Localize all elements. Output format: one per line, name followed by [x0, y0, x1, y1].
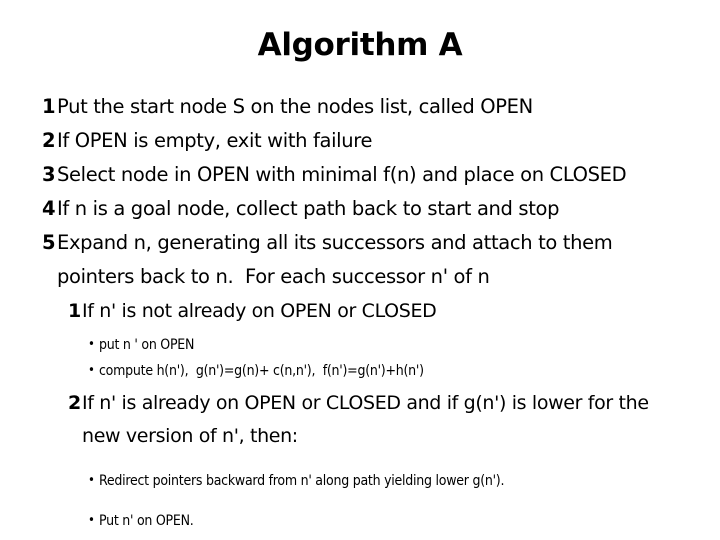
bullet-item-text: Put n' on OPEN.: [99, 513, 194, 529]
list-item-text: Select node in OPEN with minimal f(n) an…: [57, 163, 627, 186]
list-item: 1 Put the start node S on the nodes list…: [0, 90, 720, 124]
list-marker: 3: [42, 163, 56, 186]
bullet-item-text: Redirect pointers backward from n' along…: [99, 473, 505, 489]
list-item-text: If OPEN is empty, exit with failure: [57, 129, 373, 152]
sub-list-item: 1 If n' is not already on OPEN or CLOSED: [0, 295, 720, 328]
list-item: 5 Expand n, generating all its successor…: [0, 226, 720, 260]
list-item: 3 Select node in OPEN with minimal f(n) …: [0, 158, 720, 192]
list-marker: 5: [42, 231, 56, 254]
list-marker: 2: [42, 129, 56, 152]
sub-list-item-text: If n' is not already on OPEN or CLOSED: [82, 300, 437, 322]
list-item-text: Expand n, generating all its successors …: [57, 231, 613, 254]
list-item-text: Put the start node S on the nodes list, …: [57, 95, 533, 118]
sub-list-item-text: new version of n', then:: [82, 425, 298, 447]
sub-list-item: 2 If n' is already on OPEN or CLOSED and…: [0, 387, 720, 420]
bullet-item: • Put n' on OPEN.: [0, 504, 720, 538]
bullet-icon: •: [88, 337, 95, 352]
bullet-item: • put n ' on OPEN: [0, 332, 720, 358]
algorithm-steps-list: 1 Put the start node S on the nodes list…: [0, 90, 720, 538]
bullet-item: • compute h(n'), g(n')=g(n)+ c(n,n'), f(…: [0, 358, 720, 384]
list-item-text: If n is a goal node, collect path back t…: [57, 197, 560, 220]
list-marker: 1: [68, 300, 81, 322]
list-marker: 1: [42, 95, 56, 118]
list-marker: 4: [42, 197, 56, 220]
bullet-item-text: compute h(n'), g(n')=g(n)+ c(n,n'), f(n'…: [99, 363, 424, 379]
sub-list-item-continuation: new version of n', then:: [0, 420, 720, 453]
bullet-icon: •: [88, 363, 95, 378]
list-marker: 2: [68, 392, 81, 414]
sub-list-item-text: If n' is already on OPEN or CLOSED and i…: [82, 392, 649, 414]
list-item-text: pointers back to n. For each successor n…: [57, 265, 490, 288]
bullet-item-text: put n ' on OPEN: [99, 337, 195, 353]
page-title: Algorithm A: [257, 27, 463, 63]
bullet-icon: •: [88, 473, 95, 488]
bullet-icon: •: [88, 513, 95, 528]
list-item: 2 If OPEN is empty, exit with failure: [0, 124, 720, 158]
list-item: 4 If n is a goal node, collect path back…: [0, 192, 720, 226]
bullet-item: • Redirect pointers backward from n' alo…: [0, 464, 720, 498]
list-item-continuation: pointers back to n. For each successor n…: [0, 260, 720, 294]
